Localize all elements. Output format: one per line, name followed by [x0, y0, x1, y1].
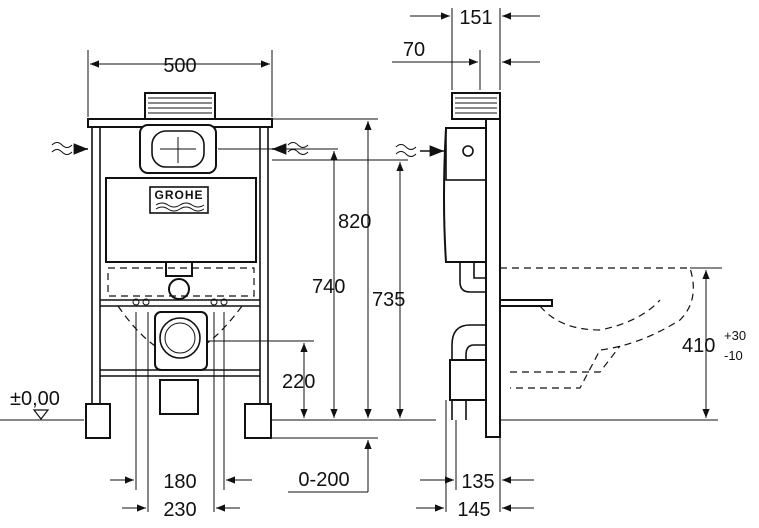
bowl-outline	[107, 267, 255, 297]
side-flush-plate	[451, 92, 501, 120]
dim-820: 820	[338, 211, 371, 233]
front-view: GROHE	[0, 50, 436, 521]
side-frame	[485, 118, 501, 438]
dim-735: 735	[372, 289, 405, 311]
water-inlet-icon	[395, 144, 417, 157]
dim-0-200: 0-200	[298, 469, 349, 491]
dim-230: 230	[163, 499, 196, 521]
side-view: 151 70 410 +30 -10 135 145	[392, 7, 746, 521]
tol-minus: -10	[724, 348, 743, 363]
tol-plus: +30	[724, 328, 746, 343]
dim-410: 410	[682, 335, 715, 357]
dim-220: 220	[282, 371, 315, 393]
grohe-logo	[149, 186, 209, 214]
foot-left	[85, 403, 111, 439]
floor-level-label: ±0,00	[10, 388, 60, 410]
dim-145: 145	[457, 499, 490, 521]
grohe-logo-text: GROHE	[154, 188, 203, 202]
dim-135: 135	[461, 471, 494, 493]
dim-180: 180	[163, 471, 196, 493]
water-inlet-icon	[51, 142, 88, 155]
dim-151: 151	[459, 7, 492, 29]
foot-right	[244, 403, 272, 439]
floor-level-icon	[32, 409, 50, 420]
side-pan-outline	[500, 267, 694, 389]
dim-70: 70	[403, 39, 425, 61]
side-cistern	[443, 127, 487, 263]
dim-500: 500	[163, 55, 196, 77]
flush-plate-top	[144, 92, 216, 120]
dim-740: 740	[312, 276, 345, 298]
